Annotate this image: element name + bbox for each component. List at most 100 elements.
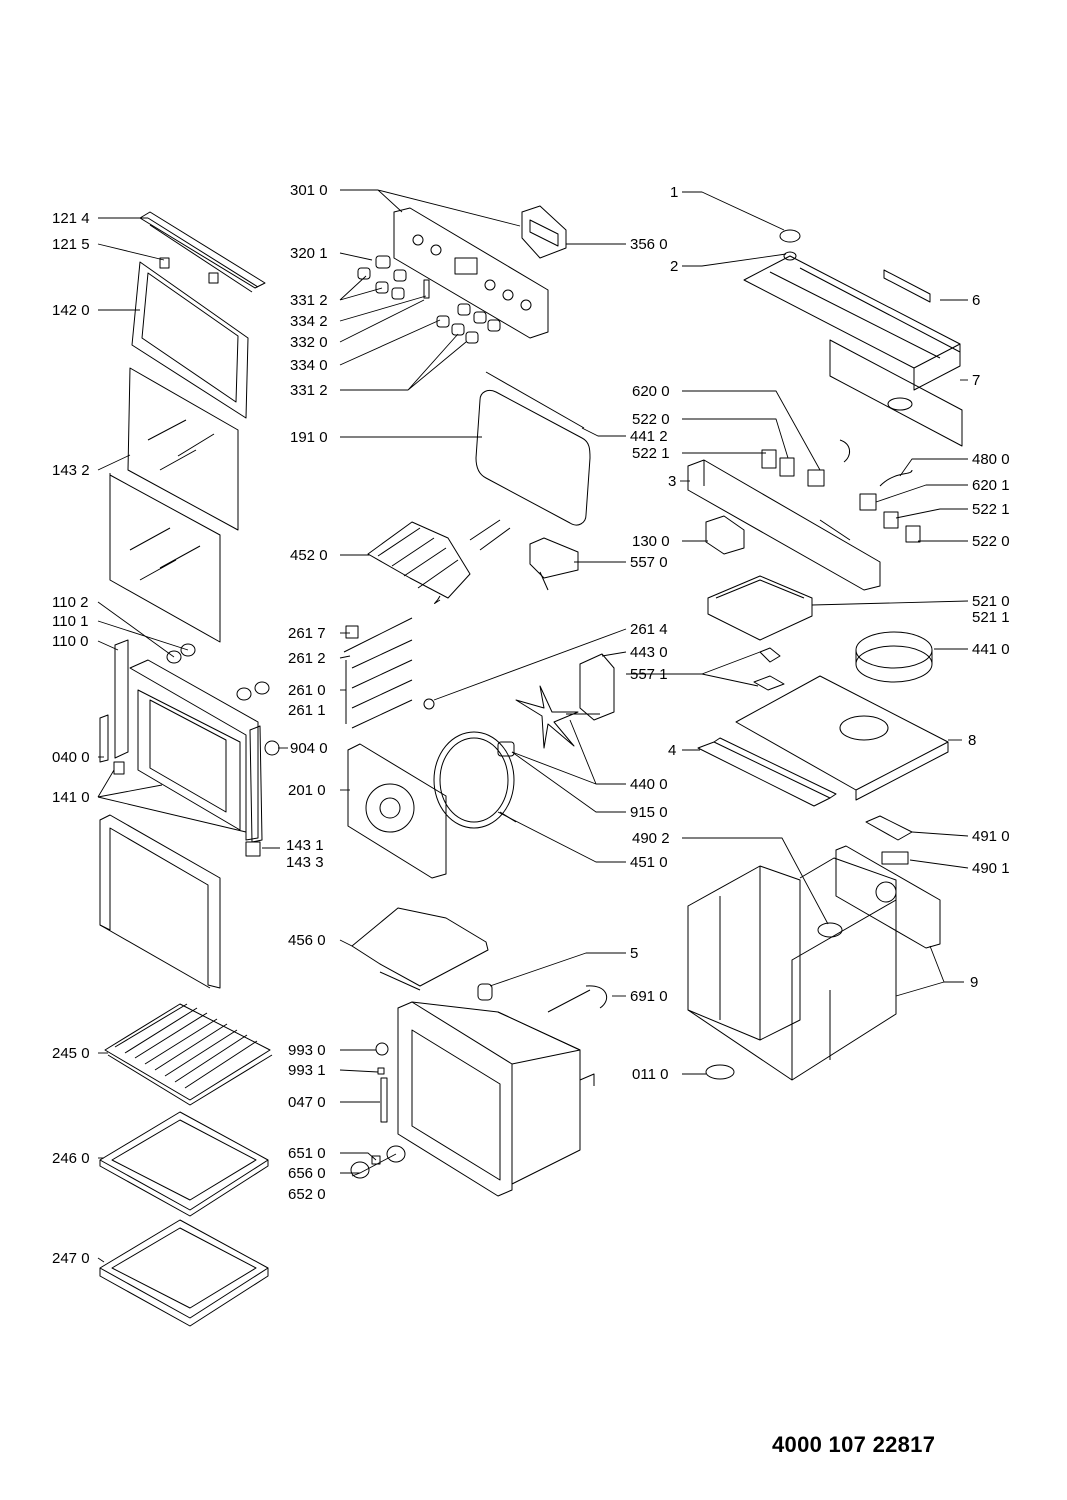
- part-label-011-0: 011 0: [632, 1066, 668, 1083]
- wire-shelf: [104, 1003, 273, 1106]
- rear-cover: [835, 845, 941, 949]
- relays-switches: [761, 439, 921, 543]
- part-label-993-1: 993 1: [288, 1062, 326, 1079]
- part-label-557-0: 557 0: [630, 554, 668, 571]
- part-label-440-0: 440 0: [630, 776, 668, 793]
- part-label-320-1: 320 1: [290, 245, 328, 262]
- back-panel: [347, 743, 447, 879]
- part-label-993-0: 993 0: [288, 1042, 326, 1059]
- top-grommets: [779, 229, 801, 261]
- control-bracket: [687, 459, 881, 591]
- deep-tray: [99, 1219, 269, 1327]
- part-label-261-4: 261 4: [630, 621, 668, 638]
- part-label-301-0: 301 0: [290, 182, 328, 199]
- terminal-block: [865, 815, 913, 841]
- part-label-522-1-lower: 522 1: [972, 501, 1010, 518]
- lamp-holder: [817, 851, 909, 938]
- part-label-143-3: 143 3: [286, 854, 324, 871]
- part-label-261-1: 261 1: [288, 702, 326, 719]
- part-label-620-0: 620 0: [632, 383, 670, 400]
- part-label-443-0: 443 0: [630, 644, 668, 661]
- part-label-121-5: 121 5: [52, 236, 90, 253]
- cooling-fan: [855, 631, 933, 683]
- outer-shell: [687, 857, 897, 1081]
- outer-door-glass: [131, 261, 249, 419]
- baking-tray: [99, 1111, 269, 1217]
- lamp-cover: [477, 983, 493, 1001]
- part-label-334-2: 334 2: [290, 313, 328, 330]
- door-seal-frame: [99, 814, 221, 989]
- ring-heater: [433, 731, 517, 829]
- part-label-247-0: 247 0: [52, 1250, 90, 1267]
- part-label-3: 3: [668, 473, 676, 490]
- part-label-652-0: 652 0: [288, 1186, 326, 1203]
- electronic-board: [707, 575, 813, 641]
- part-label-651-0: 651 0: [288, 1145, 326, 1162]
- part-label-191-0: 191 0: [290, 429, 328, 446]
- part-label-245-0: 245 0: [52, 1045, 90, 1062]
- part-label-040-0: 040 0: [52, 749, 90, 766]
- part-label-480-0: 480 0: [972, 451, 1010, 468]
- inner-glass-pane-2: [109, 474, 221, 643]
- part-label-452-0: 452 0: [290, 547, 328, 564]
- thermostat-bracket: [529, 537, 579, 591]
- foot: [705, 1064, 735, 1080]
- part-label-331-2-upper: 331 2: [290, 292, 328, 309]
- part-label-130-0: 130 0: [632, 533, 670, 550]
- part-label-334-0: 334 0: [290, 357, 328, 374]
- part-label-521-1: 521 1: [972, 609, 1010, 626]
- part-label-261-2: 261 2: [288, 650, 326, 667]
- part-label-691-0: 691 0: [630, 988, 668, 1005]
- part-label-110-2: 110 2: [52, 594, 88, 611]
- oven-cavity: [397, 1001, 595, 1197]
- bottom-element: [351, 907, 489, 991]
- door-frame: [99, 639, 263, 843]
- part-label-2: 2: [670, 258, 678, 275]
- leader-lines: [97, 189, 969, 1263]
- part-label-522-0-upper: 522 0: [632, 411, 670, 428]
- hinge-blocks: [113, 761, 261, 857]
- door-hinge-washers: [166, 643, 270, 701]
- fan-motor: [566, 653, 615, 721]
- part-label-110-0: 110 0: [52, 633, 88, 650]
- part-label-356-0: 356 0: [630, 236, 668, 253]
- part-label-522-0-lower: 522 0: [972, 533, 1010, 550]
- part-label-1: 1: [670, 184, 678, 201]
- part-label-7: 7: [972, 372, 980, 389]
- part-label-143-1: 143 1: [286, 837, 324, 854]
- part-label-491-0: 491 0: [972, 828, 1010, 845]
- part-label-246-0: 246 0: [52, 1150, 90, 1167]
- thermal-cutout: [753, 647, 785, 691]
- side-runners: [343, 617, 435, 729]
- part-label-4: 4: [668, 742, 676, 759]
- part-label-121-4: 121 4: [52, 210, 90, 227]
- part-label-451-0: 451 0: [630, 854, 668, 871]
- part-label-047-0: 047 0: [288, 1094, 326, 1111]
- inner-glass-pane-1: [127, 367, 239, 531]
- part-label-332-0: 332 0: [290, 334, 328, 351]
- base-plate: [735, 675, 949, 801]
- rear-panel: [829, 339, 963, 447]
- fan-blade: [497, 685, 579, 757]
- part-label-201-0: 201 0: [288, 782, 326, 799]
- part-label-142-0: 142 0: [52, 302, 90, 319]
- part-label-522-1-upper: 522 1: [632, 445, 670, 462]
- part-label-656-0: 656 0: [288, 1165, 326, 1182]
- part-label-9: 9: [970, 974, 978, 991]
- part-label-261-7: 261 7: [288, 625, 326, 642]
- motor-relay: [705, 515, 745, 555]
- part-label-490-2: 490 2: [632, 830, 670, 847]
- part-label-5: 5: [630, 945, 638, 962]
- display-module: [521, 205, 567, 259]
- part-label-557-1: 557 1: [630, 666, 668, 683]
- door-seal-gasket: [475, 371, 591, 526]
- control-panel: [393, 207, 549, 339]
- top-cover: [743, 255, 961, 391]
- front-strip: [697, 737, 837, 807]
- part-label-441-0: 441 0: [972, 641, 1010, 658]
- part-label-620-1: 620 1: [972, 477, 1010, 494]
- part-label-915-0: 915 0: [630, 804, 668, 821]
- part-label-904-0: 904 0: [290, 740, 328, 757]
- part-labels: 121 4 121 5 142 0 143 2 110 2 110 1 110 …: [52, 182, 1010, 1267]
